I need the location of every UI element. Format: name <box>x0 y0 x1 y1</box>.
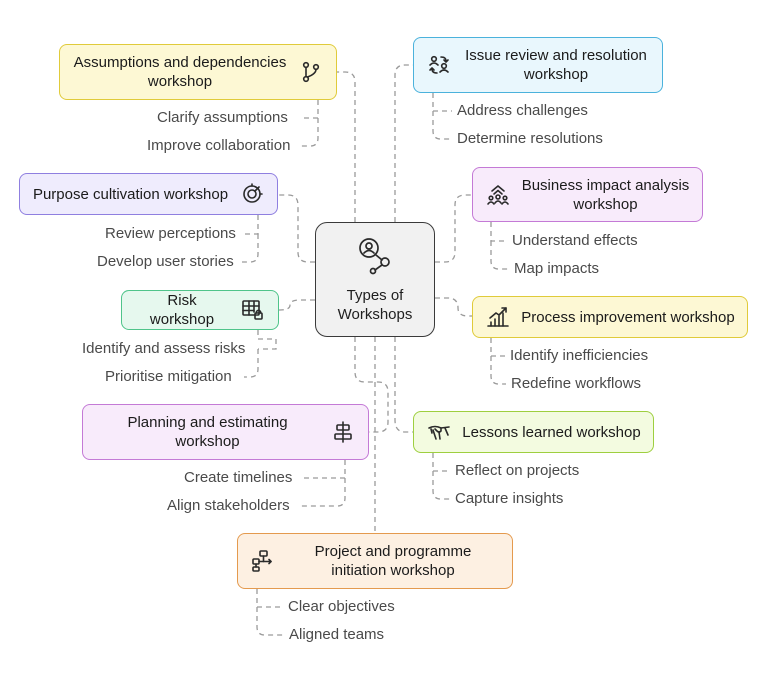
node-issue-review-label: Issue review and resolution workshop <box>465 47 647 83</box>
leaf-improve-collaboration: Improve collaboration <box>147 137 291 154</box>
people-exchange-icon <box>426 52 452 78</box>
node-business-impact-label: Business impact analysis workshop <box>521 176 690 213</box>
leaf-line-process-2 <box>490 356 506 385</box>
connector-process <box>435 297 472 317</box>
leaf-clarify-assumptions: Clarify assumptions <box>157 109 288 126</box>
leaf-determine-resolutions: Determine resolutions <box>457 130 603 147</box>
leaf-identify-inefficiencies: Identify inefficiencies <box>510 347 649 364</box>
leaf-line-lessons-2 <box>432 471 450 500</box>
align-center-icon <box>330 419 356 445</box>
node-assumptions-label: Assumptions and dependencies workshop <box>73 54 287 90</box>
leaf-aligned-teams: Aligned teams <box>289 626 385 643</box>
leaf-redefine-workflows: Redefine workflows <box>511 375 642 392</box>
leaf-create-timelines: Create timelines <box>184 469 293 486</box>
node-planning-label: Planning and estimating workshop <box>127 414 288 450</box>
leaf-address-challenges: Address challenges <box>457 102 588 119</box>
leaf-line-lessons-1 <box>432 453 450 472</box>
connector-lessons <box>394 337 413 433</box>
leaf-prioritise-mitigation: Prioritise mitigation <box>105 368 232 385</box>
connector-purpose <box>279 194 315 263</box>
node-process: Process improvement workshop <box>472 296 748 338</box>
leaf-capture-insights: Capture insights <box>455 490 564 507</box>
node-initiation: Project and programme initiation worksho… <box>237 533 513 589</box>
leaf-line-issue-review-1 <box>432 93 452 112</box>
table-lock-icon <box>240 297 266 323</box>
connector-business-impact <box>435 194 472 263</box>
leaf-align-stakeholders: Align stakeholders <box>167 497 290 514</box>
leaf-map-impacts: Map impacts <box>514 260 600 277</box>
leaf-line-initiation-2 <box>256 607 283 636</box>
leaf-line-purpose-1 <box>244 215 259 235</box>
leaf-understand-effects: Understand effects <box>512 232 638 249</box>
leaf-line-assumptions-1 <box>300 100 319 119</box>
leaf-line-process-1 <box>490 338 505 357</box>
node-assumptions: Assumptions and dependencies workshop <box>59 44 337 100</box>
leaf-line-initiation-1 <box>256 589 283 608</box>
leaf-line-purpose-2 <box>242 234 259 263</box>
branch-icon <box>298 59 324 85</box>
leaf-line-planning-2 <box>298 478 346 507</box>
node-purpose-label: Purpose cultivation workshop <box>32 185 229 203</box>
leaf-line-business-impact-2 <box>490 241 509 270</box>
node-business-impact: Business impact analysis workshop <box>472 167 703 222</box>
leaf-develop-user-stories: Develop user stories <box>97 253 234 270</box>
hand-flag-icon <box>426 419 452 445</box>
node-risk-label: Risk workshop <box>149 292 215 328</box>
leaf-line-assumptions-2 <box>300 118 319 147</box>
connector-assumptions <box>337 71 356 222</box>
node-purpose: Purpose cultivation workshop <box>19 173 278 215</box>
node-lessons-label: Lessons learned workshop <box>462 423 641 441</box>
flowchart-icon <box>250 548 276 574</box>
center-label: Types of Workshops <box>337 287 413 323</box>
node-process-label: Process improvement workshop <box>521 308 735 326</box>
compass-icon <box>239 181 265 207</box>
leaf-reflect-on-projects: Reflect on projects <box>455 462 580 479</box>
person-network-icon <box>355 235 395 280</box>
connector-risk <box>279 299 315 311</box>
leaf-clear-objectives: Clear objectives <box>288 598 395 615</box>
leaf-review-perceptions: Review perceptions <box>105 225 236 242</box>
connector-issue-review <box>394 64 413 222</box>
node-lessons: Lessons learned workshop <box>413 411 654 453</box>
node-risk: Risk workshop <box>121 290 279 330</box>
node-issue-review: Issue review and resolution workshop <box>413 37 663 93</box>
leaf-line-business-impact-1 <box>490 222 508 242</box>
node-initiation-label: Project and programme initiation worksho… <box>314 543 472 579</box>
node-planning: Planning and estimating workshop <box>82 404 369 460</box>
leaf-line-planning-1 <box>303 460 346 479</box>
center-node-types-of-workshops: Types of Workshops <box>315 222 435 337</box>
leaf-line-risk-1 <box>257 330 277 350</box>
leaf-line-issue-review-2 <box>432 111 452 140</box>
leaf-line-risk-2 <box>244 349 259 378</box>
leaf-identify-assess-risks: Identify and assess risks <box>82 340 246 357</box>
team-growth-icon <box>485 182 511 208</box>
chart-growth-icon <box>485 304 511 330</box>
